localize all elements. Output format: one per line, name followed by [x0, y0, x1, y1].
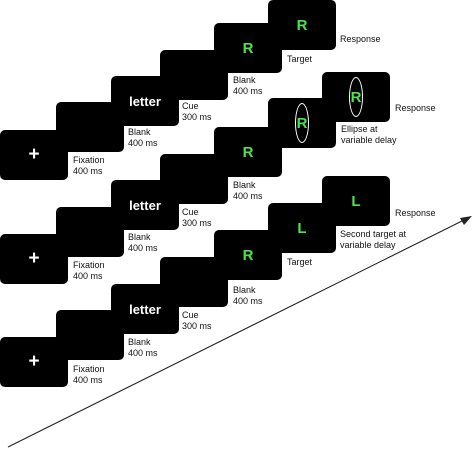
target-label: Target: [287, 54, 313, 64]
target-letter: R: [242, 143, 254, 161]
ellipse-outline: [295, 103, 309, 143]
cue-word: letter: [129, 93, 161, 109]
response-label: Response: [395, 103, 436, 113]
response-label: Response: [395, 208, 436, 218]
fixation-cross: +: [28, 248, 40, 269]
ellipse-outline: [349, 77, 363, 117]
response-screen: L: [322, 176, 390, 226]
cue-word: letter: [129, 197, 161, 213]
target-letter: R: [242, 246, 254, 264]
response-screen: R: [322, 72, 390, 122]
target-letter: R: [242, 39, 254, 57]
response-letter: R: [350, 88, 362, 106]
fixation-cross: +: [28, 351, 40, 372]
time-arrow-head: [460, 216, 472, 225]
cue-word: letter: [129, 301, 161, 317]
target-label: Target: [287, 257, 313, 267]
response-letter: R: [296, 16, 308, 34]
second-target-letter: L: [297, 219, 307, 237]
time-arrow-line: [7, 219, 465, 448]
ellipse-letter: R: [296, 114, 308, 132]
response-letter: L: [351, 192, 361, 210]
fixation-cross: +: [28, 144, 40, 165]
response-screen: R: [268, 0, 336, 50]
response-label: Response: [340, 34, 381, 44]
